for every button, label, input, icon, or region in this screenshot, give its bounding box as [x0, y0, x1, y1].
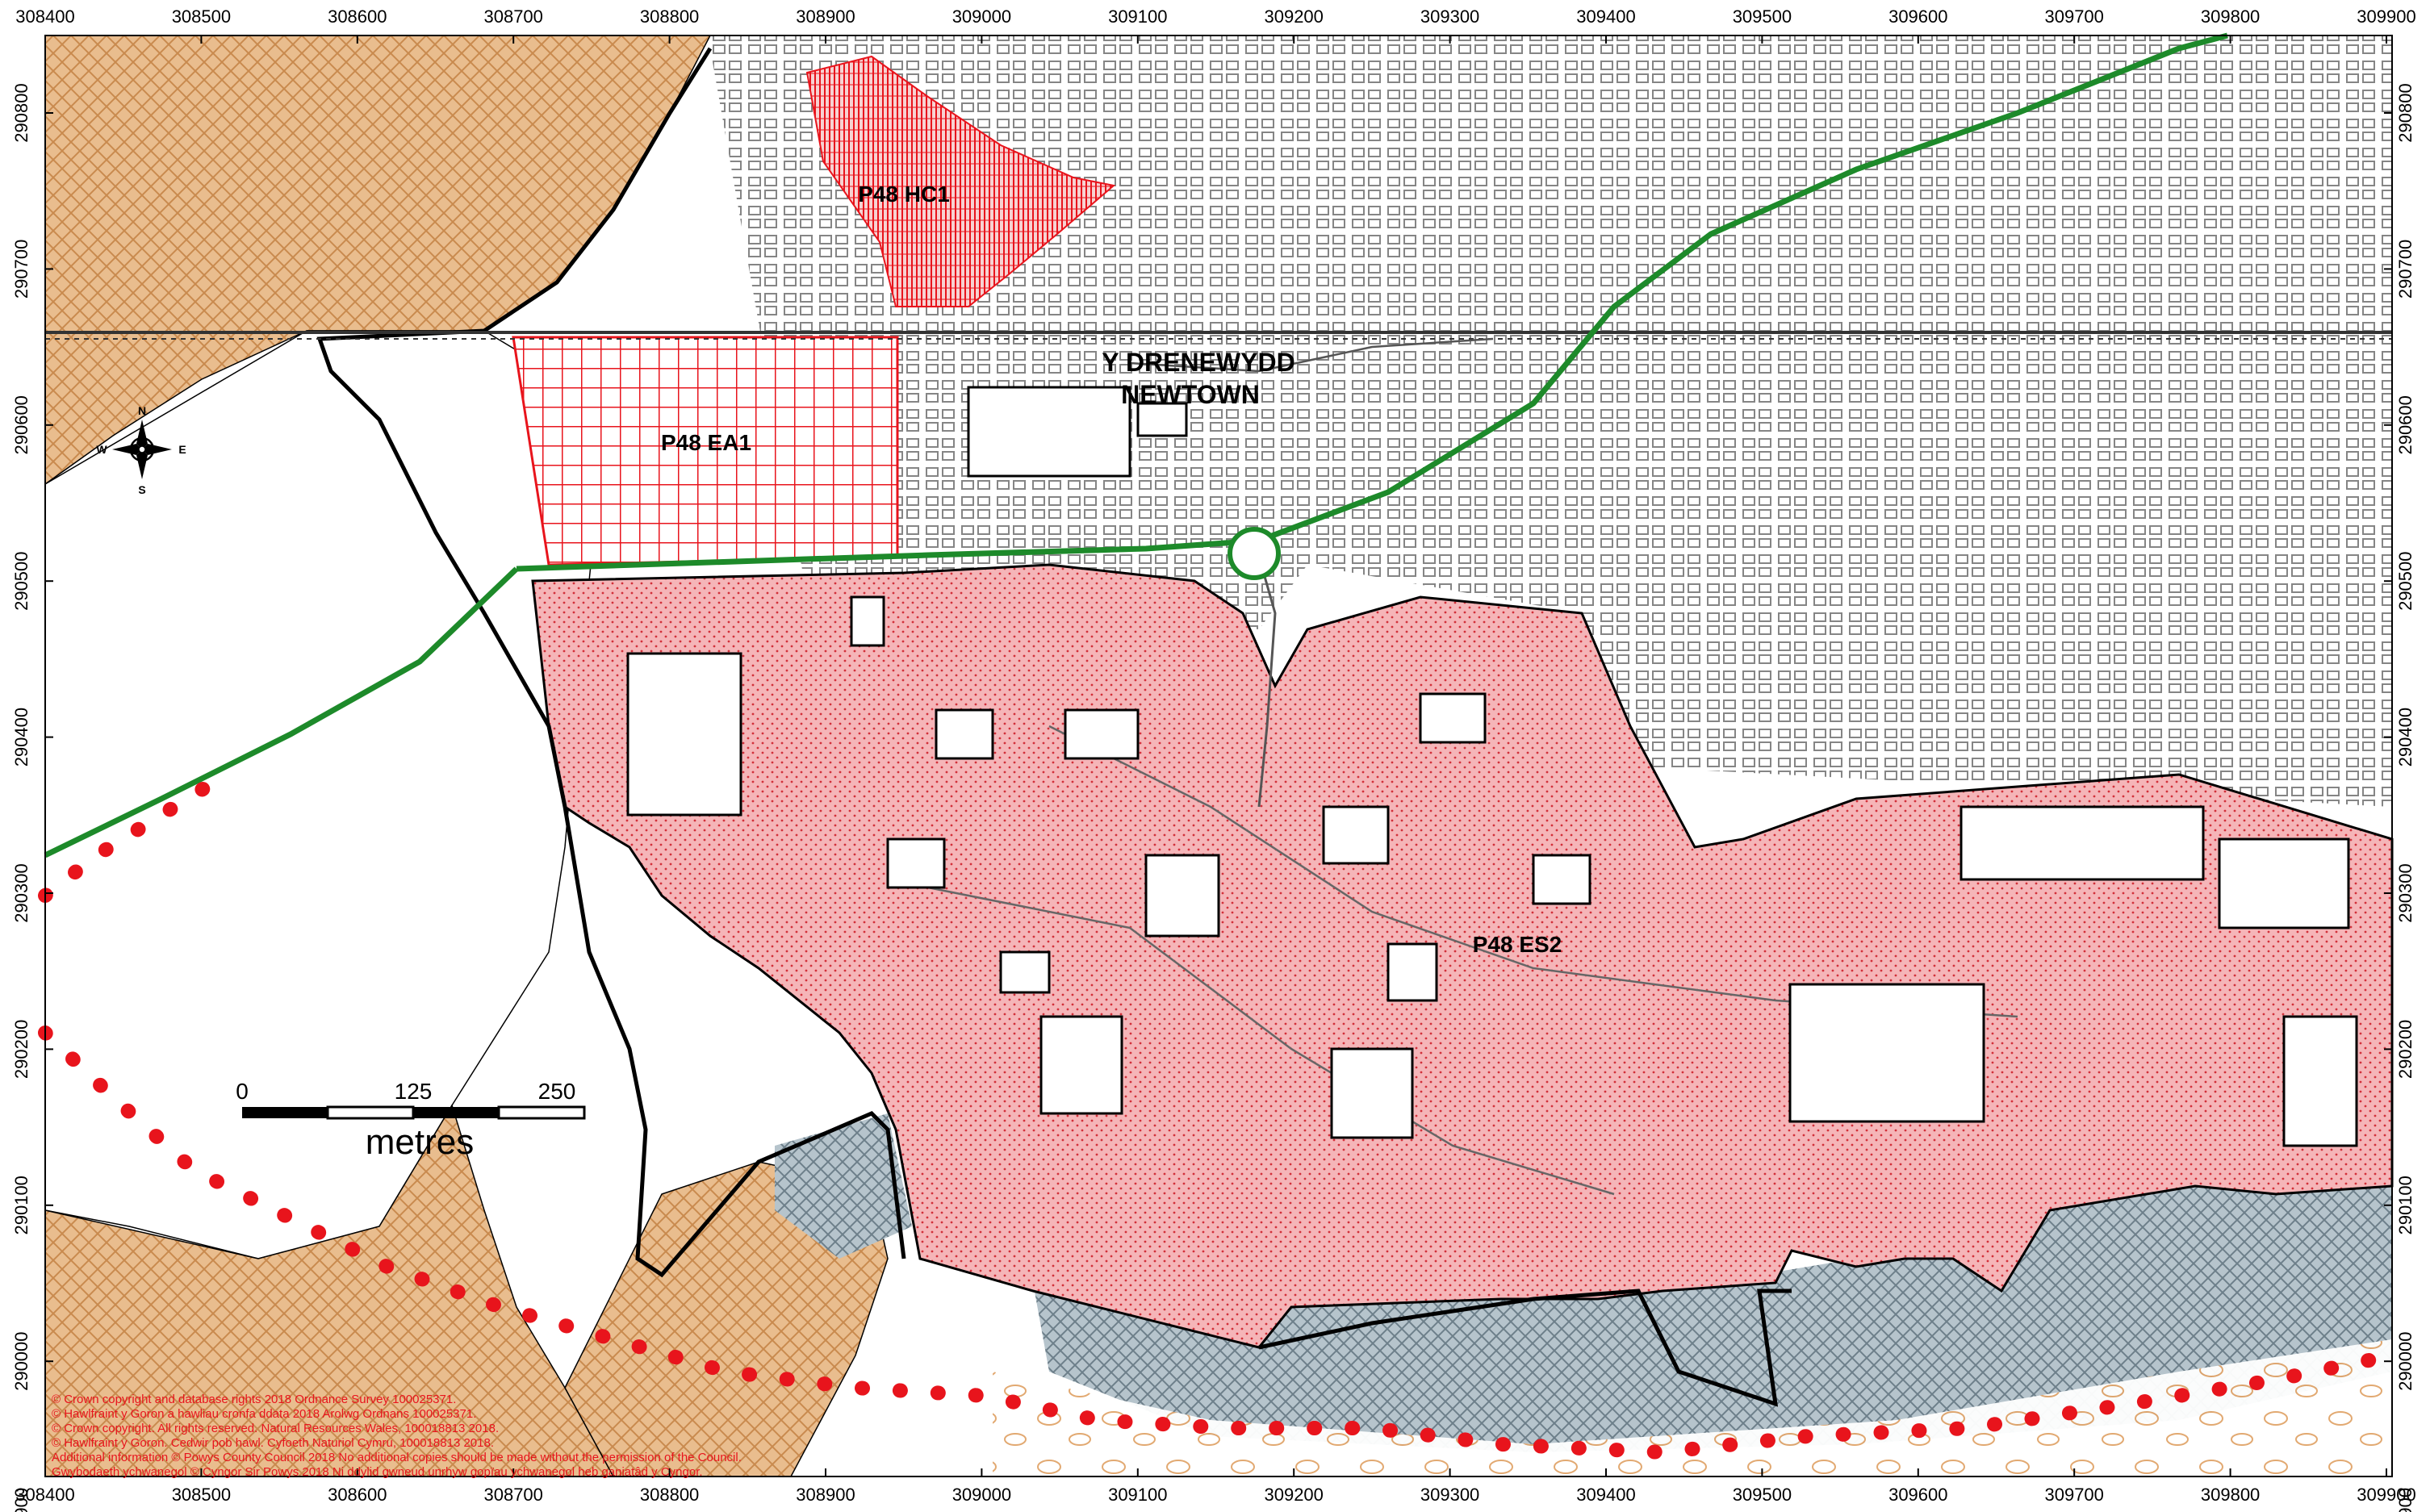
copyright-line: © Crown copyright. All rights reserved. …: [52, 1422, 500, 1435]
map-neatline: [44, 35, 2393, 1477]
tick-label-top: 308800: [640, 6, 699, 27]
tick-label-right: 290000: [2395, 1331, 2415, 1390]
label-es2: P48 ES2: [1473, 932, 1562, 957]
tick-label-left: 290300: [11, 863, 31, 922]
grey-area-west: [775, 1113, 912, 1259]
zone-hc1-area[interactable]: [805, 55, 1116, 307]
tick-label-bottom: 309800: [2201, 1485, 2260, 1505]
settlement-boundary: [316, 47, 906, 1278]
compass-n: N: [138, 404, 146, 417]
tick-label-bottom: 308900: [796, 1485, 855, 1505]
coordinate-ticks: 308400 308500 308600 308700 308800 308900 3090…: [11, 6, 2416, 1512]
tick-label-bottom: 309900: [2357, 1485, 2415, 1505]
tick-label-top: 309300: [1420, 6, 1479, 27]
copyright-line: © Hawlfraint y Goron. Cedwir pob hawl. C…: [52, 1436, 494, 1450]
tick-label-top: 308400: [15, 6, 74, 27]
tick-label-top: 308900: [796, 6, 855, 27]
scale-label-250: 250: [538, 1079, 576, 1104]
tick-label-bottom: 308400: [15, 1485, 74, 1505]
tick-label-left: 290700: [11, 240, 31, 299]
tick-label-left: 290600: [11, 395, 31, 454]
copyright-line: © Crown copyright and database rights 20…: [52, 1393, 457, 1406]
tick-label-bottom: 308600: [328, 1485, 387, 1505]
settlement-boundary-south: [1258, 1289, 1792, 1407]
tick-label-bottom: 309000: [952, 1485, 1011, 1505]
compass-e: E: [178, 443, 186, 456]
scale-units: metres: [366, 1122, 474, 1162]
compass-w: W: [96, 443, 107, 456]
tick-label-left: 290800: [11, 83, 31, 142]
compass-s: S: [138, 483, 145, 496]
tick-label-right: 289900: [2395, 1488, 2415, 1512]
copyright-line: © Hawlfraint y Goron a hawliau cronfa dd…: [52, 1407, 477, 1421]
tick-label-top: 309600: [1888, 6, 1947, 27]
grey-floodplain: [1033, 1178, 2392, 1452]
zone-es2-area[interactable]: [531, 563, 2394, 1349]
tick-label-top: 309400: [1576, 6, 1635, 27]
tick-label-left: 290200: [11, 1020, 31, 1079]
tick-label-top: 309500: [1733, 6, 1792, 27]
place-name-welsh: Y DRENEWYDD: [1102, 348, 1294, 377]
tick-label-bottom: 308800: [640, 1485, 699, 1505]
copyright-block: © Crown copyright and database rights 20…: [52, 1393, 859, 1480]
local-road: [1129, 337, 1494, 373]
tick-label-top: 309900: [2357, 6, 2415, 27]
scale-bar: 0 125 250 metres: [236, 1079, 586, 1162]
tick-label-left: 290100: [11, 1176, 31, 1234]
tick-label-top: 309700: [2044, 6, 2103, 27]
tick-label-top: 308700: [483, 6, 542, 27]
copyright-line: Gwybodaeth ychwanegol © Cyngor Sir Powys…: [52, 1465, 703, 1479]
tick-label-bottom: 309500: [1733, 1485, 1792, 1505]
tick-label-right: 290700: [2395, 240, 2415, 299]
tick-label-bottom: 308700: [483, 1485, 542, 1505]
label-hc1: P48 HC1: [858, 182, 950, 207]
tick-label-top: 308500: [172, 6, 231, 27]
tick-label-right: 290400: [2395, 708, 2415, 766]
bypass-road: [516, 32, 2228, 572]
tick-label-left: 290500: [11, 551, 31, 610]
tick-label-bottom: 309300: [1420, 1485, 1479, 1505]
roundabout: [1228, 527, 1281, 580]
tick-label-bottom: 308500: [172, 1485, 231, 1505]
place-name-english: NEWTOWN: [1121, 380, 1260, 409]
tick-label-top: 309100: [1108, 6, 1167, 27]
tick-label-right: 290100: [2395, 1176, 2415, 1234]
tick-label-right: 290800: [2395, 83, 2415, 142]
cloud-pattern-area: [993, 1339, 2392, 1476]
tick-label-top: 309000: [952, 6, 1011, 27]
tick-label-bottom: 309400: [1576, 1485, 1635, 1505]
copyright-line: Additional information © Powys County Co…: [52, 1451, 742, 1464]
tick-label-bottom: 309100: [1108, 1485, 1167, 1505]
scale-label-125: 125: [395, 1079, 433, 1104]
tick-label-bottom: 309600: [1888, 1485, 1947, 1505]
tick-label-right: 290200: [2395, 1020, 2415, 1079]
tick-label-right: 290500: [2395, 551, 2415, 610]
tick-label-left: 289900: [11, 1488, 31, 1512]
white-valley-area: [44, 330, 598, 1259]
tick-label-right: 290600: [2395, 395, 2415, 454]
tick-label-bottom: 309200: [1264, 1485, 1323, 1505]
side-road: [1257, 556, 1277, 808]
tick-label-left: 290400: [11, 708, 31, 766]
tick-label-top: 309800: [2201, 6, 2260, 27]
buildings: [626, 386, 2358, 1147]
tick-label-top: 308600: [328, 6, 387, 27]
bypass-road-west: [44, 566, 519, 858]
tick-label-bottom: 309700: [2044, 1485, 2103, 1505]
tick-label-left: 290000: [11, 1331, 31, 1390]
red-dotted-line-west: [38, 767, 233, 903]
scale-label-0: 0: [236, 1079, 249, 1104]
label-ea1: P48 EA1: [661, 430, 751, 455]
estate-road-south: [927, 886, 1615, 1196]
compass-rose-icon: N S E W: [96, 404, 186, 496]
tick-label-top: 309200: [1264, 6, 1323, 27]
tick-label-right: 290300: [2395, 863, 2415, 922]
